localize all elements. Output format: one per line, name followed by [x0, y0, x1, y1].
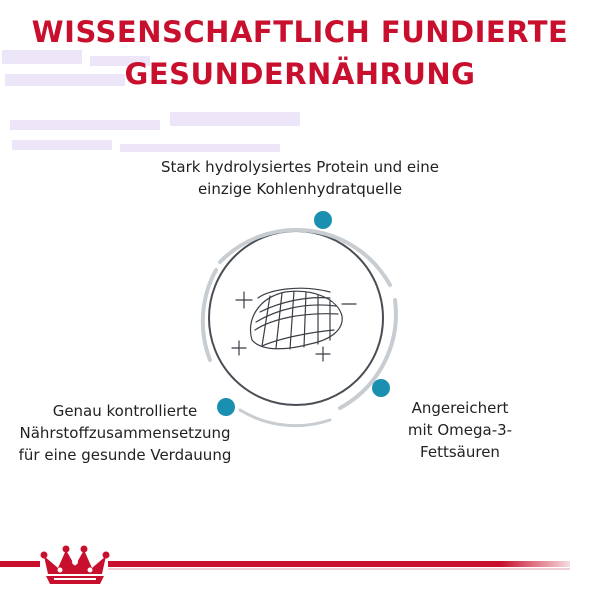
feature-nutrients: Genau kontrollierte Nährstoffzusammenset… [10, 400, 240, 466]
feature-omega3-line-3: Fettsäuren [420, 443, 500, 461]
feature-protein: Stark hydrolysiertes Protein und eine ei… [150, 156, 450, 200]
feature-omega3: Angereichert mit Omega-3- Fettsäuren [395, 397, 525, 463]
feature-protein-line-1: Stark hydrolysiertes Protein und eine [160, 158, 440, 176]
kibble-sketch-icon [231, 287, 357, 362]
feature-omega3-line-1: Angereichert [411, 399, 509, 417]
red-swoosh-line-left [0, 561, 40, 567]
inner-ring [208, 230, 384, 406]
feature-dot-right [372, 379, 390, 397]
feature-nutrients-line-2: Nährstoffzusammensetzung [19, 424, 231, 442]
feature-omega3-line-2: mit Omega-3- [407, 421, 513, 439]
brand-footer [0, 545, 570, 584]
heading-line-1: WISSENSCHAFTLICH FUNDIERTE [31, 15, 569, 49]
outer-ring-arc-bottom [238, 408, 332, 428]
heading-line-2: GESUNDERNÄHRUNG [124, 57, 476, 91]
feature-nutrients-line-3: für eine gesunde Verdauung [18, 446, 232, 464]
feature-nutrients-line-1: Genau kontrollierte [52, 402, 198, 420]
outer-ring-arc-left [200, 268, 218, 362]
red-swoosh-line-right [108, 561, 570, 567]
outer-ring-arc-right [338, 298, 398, 410]
outer-ring-arc-top [218, 227, 392, 287]
royal-canin-crown-logo [40, 545, 110, 584]
feature-dot-top [314, 211, 332, 229]
feature-protein-line-2: einzige Kohlenhydratquelle [197, 180, 403, 198]
